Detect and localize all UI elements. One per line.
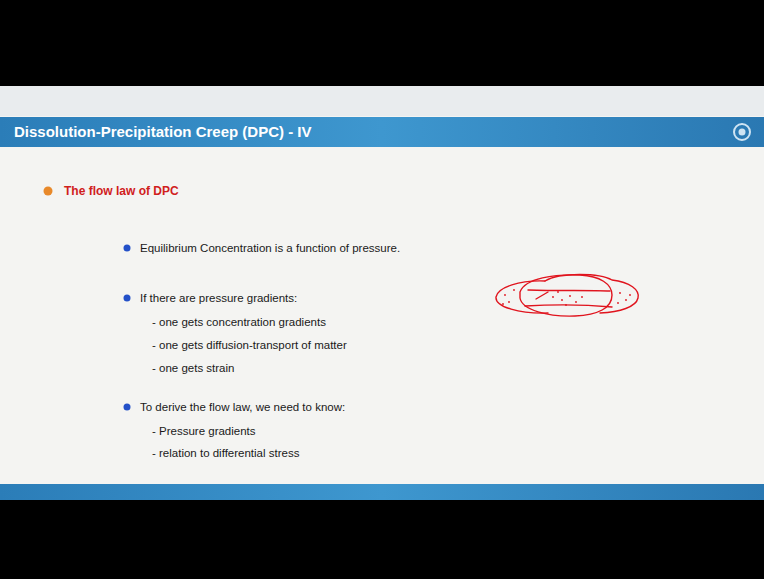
sub-bullet-text: - one gets strain [152,361,234,375]
sub-bullet-text: - relation to differential stress [152,446,299,460]
slide-title: Dissolution-Precipitation Creep (DPC) - … [14,123,312,141]
section-heading: The flow law of DPC [64,184,179,198]
logo-dot [739,129,746,136]
sub-bullet-text: - one gets diffusion-transport of matter [152,338,347,352]
bullet-blue [124,295,131,302]
sub-bullet-text: - one gets concentration gradients [152,315,326,329]
footer-bar [0,484,764,500]
header-strip [0,86,764,116]
logo-icon [734,124,750,140]
bullet-blue [124,245,131,252]
bullet-text: Equilibrium Concentration is a function … [140,241,400,255]
sub-bullet-text: - Pressure gradients [152,424,256,438]
bullet-text: To derive the flow law, we need to know: [140,400,345,414]
grain-sketch [496,275,638,317]
grain-dots [502,289,631,306]
slide-ground [0,86,764,500]
bullet-text: If there are pressure gradients: [140,291,297,305]
bullet-blue [124,404,131,411]
bullet-orange [44,187,53,196]
title-bar [0,117,764,147]
